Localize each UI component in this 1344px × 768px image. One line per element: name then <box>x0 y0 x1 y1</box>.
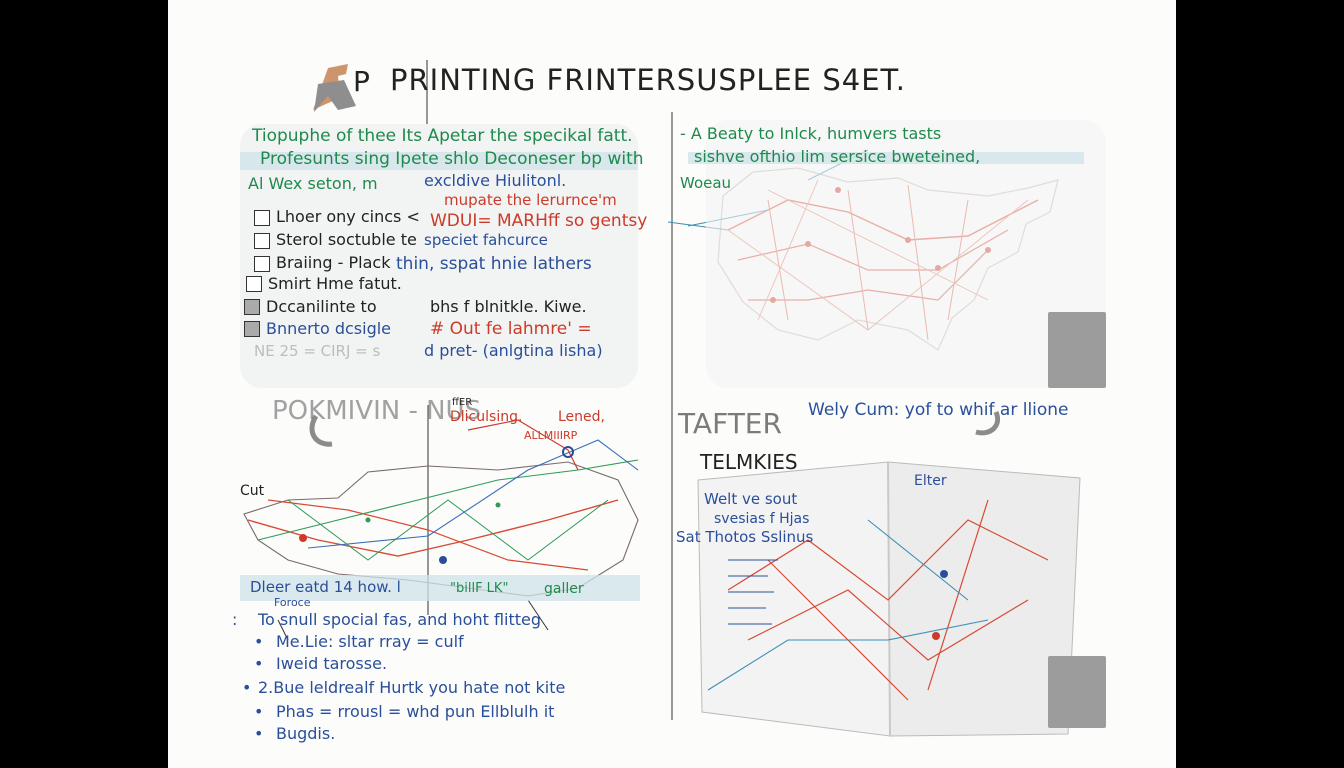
book-line-3: Sat Thotos Sslinus <box>676 528 814 546</box>
checkbox-4[interactable] <box>246 276 262 292</box>
tl-red-3: # Out fe lahmre' = <box>430 319 592 339</box>
tl-line-3b: excldive Hiulitonl. <box>424 171 567 190</box>
br-telmkies: TELMKIES <box>700 450 798 474</box>
checkbox-2[interactable] <box>254 233 270 249</box>
bl-band-text: Dleer eatd 14 how. l <box>250 578 401 596</box>
bl-list-bullet-3: • <box>254 654 264 673</box>
checklist-item-2: Sterol soctuble te <box>276 230 417 249</box>
br-note: Wely Cum: yof to whif ar llione <box>808 400 1069 420</box>
checklist-item-3: Braiing - Plack <box>276 253 391 272</box>
book-line-1: Welt ve sout <box>704 490 798 508</box>
tl-red-2: WDUI= MARHff so gentsy <box>430 211 648 231</box>
list-item-6: Bugdis. <box>276 724 336 743</box>
tl-blue-3: d pret- (anlgtina lisha) <box>424 341 603 360</box>
checkbox-1[interactable] <box>254 210 270 226</box>
checkbox-5[interactable] <box>244 299 260 315</box>
list-item-4: 2.Bue leldrealf Hurtk you hate not kite <box>258 678 566 697</box>
highlight-band-tr <box>688 152 1084 164</box>
tl-line-1: Tiopuphe of thee Its Apetar the specikal… <box>252 126 633 146</box>
br-tafter: TAFTER <box>678 407 782 440</box>
thumbnail-br <box>1048 656 1106 728</box>
bl-list-bullet-2: • <box>254 632 264 651</box>
tl-faded-note: NE 25 = CIRJ = s <box>254 342 381 360</box>
panel-top-right <box>706 120 1106 388</box>
bl-band-text-3: galler <box>544 581 584 597</box>
bl-red-3: ALLMIIIRP <box>524 429 578 442</box>
bl-cut-label: Cut <box>240 483 265 499</box>
bl-list-bullet-5: • <box>254 702 264 721</box>
page-title: PRINTING FRINTERSUSPLEE S4ET. <box>390 63 907 97</box>
bl-red-1: Dliculsing. <box>450 409 523 425</box>
tl-line-2: Profesunts sing Ipete shlo Deconeser bp … <box>260 149 644 169</box>
list-item-5: Phas = rrousl = whd pun Ellblulh it <box>276 702 555 721</box>
list-item-1: To snull spocial fas, and hoht flitteg <box>258 610 542 629</box>
tl-blue-2: thin, sspat hnie lathers <box>396 254 592 274</box>
book-line-2: svesias f Hjas <box>714 511 810 527</box>
bl-forde-label: Foroce <box>274 596 311 609</box>
highlight-band-tl <box>240 152 638 170</box>
open-book-drawing <box>697 461 1081 737</box>
checklist-item-1: Lhoer ony cincs < <box>276 207 420 226</box>
bl-list-bullet-4: • <box>242 678 252 697</box>
list-item-2: Me.Lie: sltar rray = culf <box>276 632 464 651</box>
tl-line-3a: Al Wex seton, m <box>248 174 378 193</box>
highlight-band-bl <box>240 575 640 601</box>
checkbox-3[interactable] <box>254 256 270 272</box>
bl-red-2: Lened, <box>558 409 605 425</box>
checklist-item-4: Smirt Hme fatut. <box>268 274 402 293</box>
tr-line-2: sishve ofthio lim sersice bweteined, <box>694 147 981 166</box>
network-map-bottom <box>243 419 639 641</box>
checklist-item-6: Bnnerto dcsigle <box>266 319 392 338</box>
checkbox-6[interactable] <box>244 321 260 337</box>
whiteboard-sheet: P PRINTING FRINTERSUSPLEE S4ET. Tiopuphe… <box>168 0 1176 768</box>
tl-red-1: mupate the lerurnce'm <box>444 191 617 209</box>
tr-line-1: - A Beaty to Inlck, humvers tasts <box>680 124 942 143</box>
bl-list-bullet-1: : <box>232 610 238 629</box>
thumbnail-tr <box>1048 312 1106 388</box>
title-figure-icon <box>313 64 356 112</box>
book-top-label: Elter <box>914 473 947 489</box>
list-item-3: Iweid tarosse. <box>276 654 388 673</box>
bl-list-bullet-6: • <box>254 724 264 743</box>
tl-blue-1: speciet fahcurce <box>424 231 548 249</box>
tl-dark-1: bhs f blnitkle. Kiwe. <box>430 297 587 316</box>
bl-header: POKMIVIN - NUS <box>272 396 482 426</box>
bl-small-label: ffER <box>452 397 473 408</box>
bl-band-text-2: "billF LK" <box>450 581 509 596</box>
tr-line-3: Woeau <box>680 174 732 192</box>
checklist-item-5: Dccanilinte to <box>266 297 377 316</box>
decoration-layer <box>243 60 1081 737</box>
title-prefix: P <box>353 65 370 98</box>
